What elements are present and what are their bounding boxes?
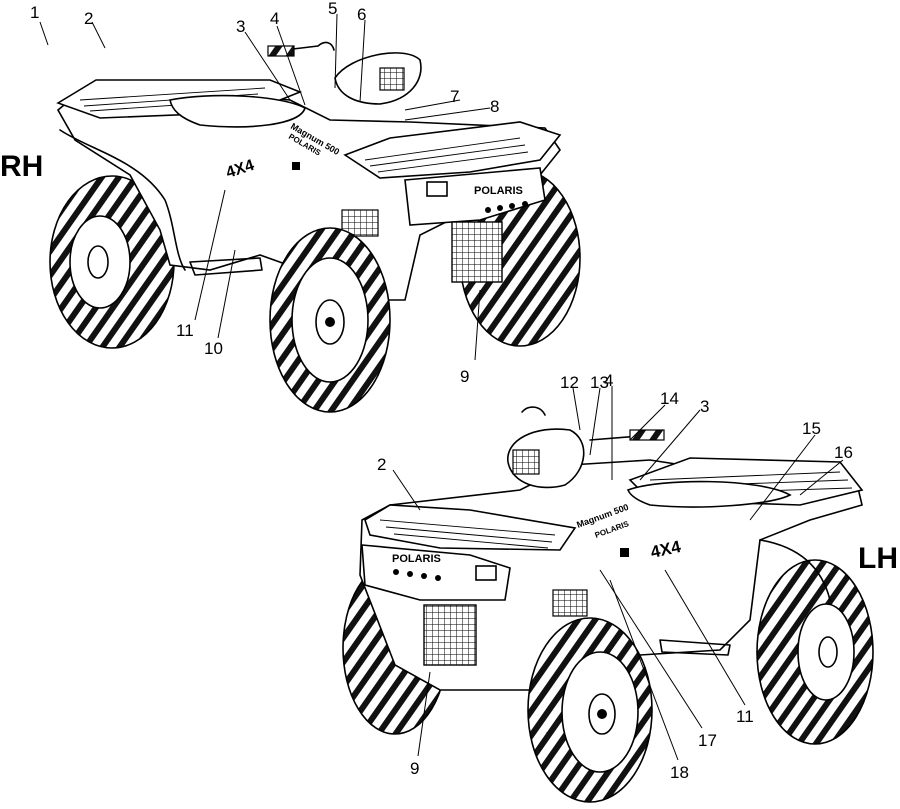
lh-callout-14: 14 bbox=[660, 389, 679, 408]
lh-callout-18: 18 bbox=[670, 763, 689, 782]
lh-callout-15: 15 bbox=[802, 419, 821, 438]
lh-callout-17: 17 bbox=[698, 731, 717, 750]
lh-callout-2: 2 bbox=[377, 455, 386, 474]
lh-callout-4: 4 bbox=[604, 371, 613, 390]
rh-callout-2: 2 bbox=[84, 9, 93, 28]
rh-seat bbox=[169, 94, 306, 128]
rh-front-rack bbox=[343, 121, 562, 179]
rh-callout-6: 6 bbox=[357, 5, 366, 24]
lh-front-wheel bbox=[527, 617, 653, 803]
rh-label: RH bbox=[0, 150, 43, 183]
lh-callout-16: 16 bbox=[834, 443, 853, 462]
rh-callout-11: 11 bbox=[176, 321, 194, 340]
lh-front-fascia bbox=[361, 544, 511, 601]
lh-seat bbox=[626, 480, 792, 508]
rh-callout-1: 1 bbox=[30, 3, 39, 22]
lh-brand-decal: POLARIS bbox=[392, 553, 441, 565]
lh-callout-3: 3 bbox=[700, 397, 709, 416]
atv-right-hand-view: POLARIS 4X4 Magnum 500 POLARIS bbox=[49, 41, 581, 413]
lh-callout-12: 12 bbox=[560, 373, 579, 392]
lh-callout-13: 13 bbox=[590, 373, 609, 392]
lh-grille bbox=[423, 604, 477, 666]
lh-rear-wheel bbox=[756, 559, 874, 745]
rh-callout-4: 4 bbox=[270, 9, 279, 28]
rh-callout-9: 9 bbox=[460, 367, 469, 386]
callout-numbers: 1 2 3 4 5 6 7 8 9 10 11 2 3 4 9 11 12 13… bbox=[30, 0, 853, 782]
rh-brand-decal: POLARIS bbox=[474, 185, 523, 197]
rh-callout-3: 3 bbox=[236, 17, 245, 36]
rh-headlight-pod bbox=[334, 52, 422, 105]
callout-leaders bbox=[39, 13, 844, 761]
rh-callout-8: 8 bbox=[490, 97, 499, 116]
atv-left-hand-view: POLARIS 4X4 Magnum 500 POLARIS bbox=[342, 406, 874, 803]
rh-rear-wheel bbox=[49, 175, 175, 349]
lh-callout-11: 11 bbox=[736, 707, 754, 726]
lh-label: LH bbox=[858, 542, 898, 575]
rh-grille bbox=[451, 221, 503, 283]
rh-callout-5: 5 bbox=[328, 0, 337, 18]
lh-callout-9: 9 bbox=[410, 759, 419, 778]
rh-callout-10: 10 bbox=[204, 339, 223, 358]
rh-front-wheel bbox=[269, 227, 391, 413]
rh-callout-7: 7 bbox=[450, 87, 459, 106]
